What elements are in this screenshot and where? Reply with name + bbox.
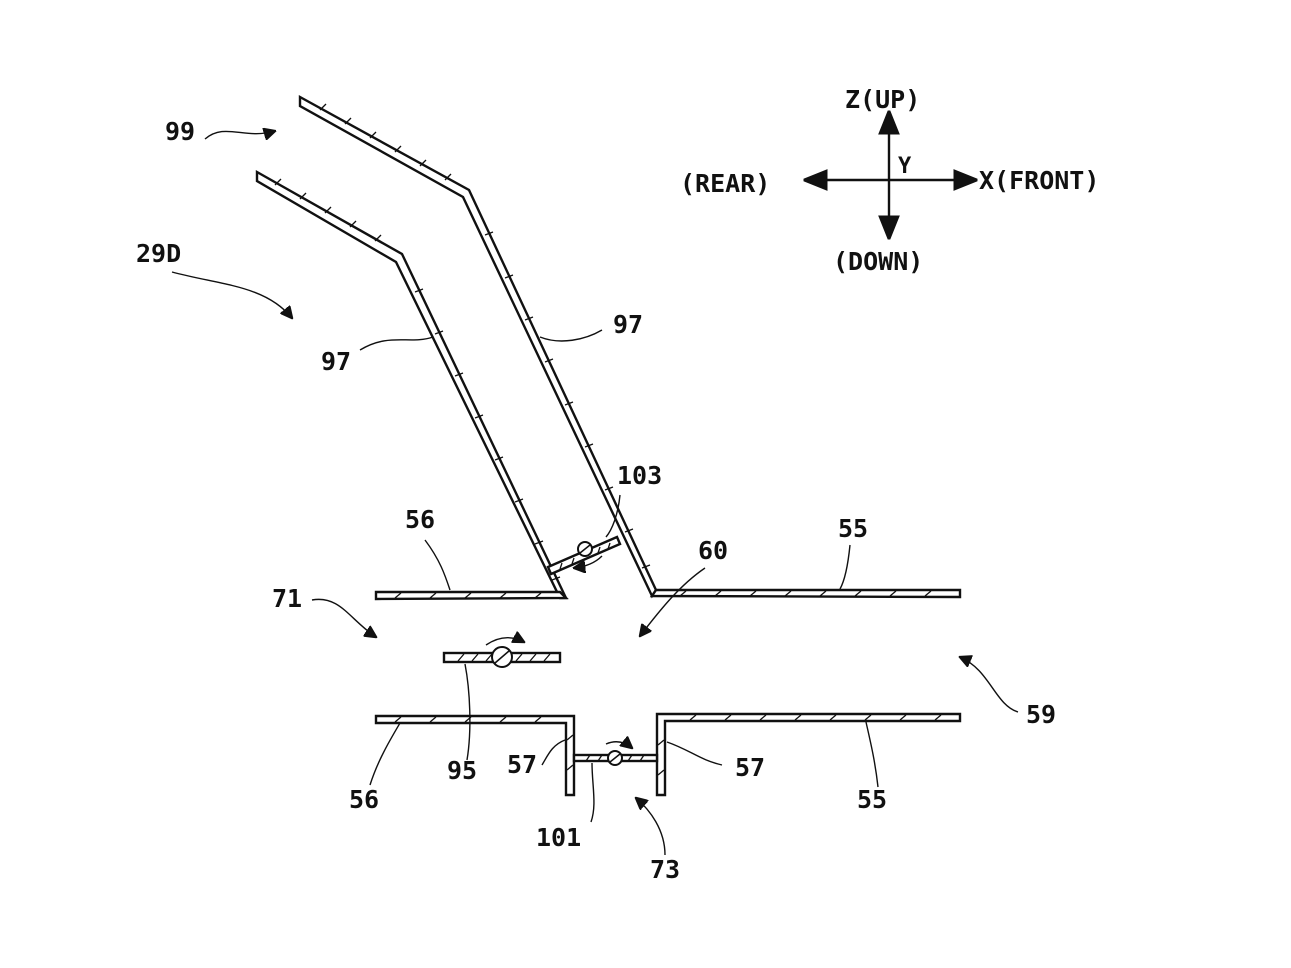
damper-95 [442, 638, 562, 668]
damper-103 [546, 535, 622, 576]
label-59: 59 [1026, 700, 1056, 729]
label-101: 101 [536, 823, 581, 852]
label-57-right: 57 [735, 753, 765, 782]
plate-56-upper [374, 590, 569, 601]
axis-label-x-front: X(FRONT) [979, 166, 1099, 195]
damper-101 [572, 742, 659, 766]
label-29d: 29D [136, 239, 181, 268]
plate-55-upper [649, 588, 962, 599]
label-56-top: 56 [405, 505, 435, 534]
duct-wall-outer [298, 94, 658, 599]
label-97-right: 97 [613, 310, 643, 339]
label-57-left: 57 [507, 750, 537, 779]
label-55-bottom: 55 [857, 785, 887, 814]
duct-wall-inner [255, 169, 568, 600]
axis-label-rear: (REAR) [680, 169, 770, 198]
axis-cross [806, 113, 975, 237]
axis-label-down: (DOWN) [833, 247, 923, 276]
leader-lines [171, 131, 1019, 856]
label-95: 95 [447, 756, 477, 785]
label-73: 73 [650, 855, 680, 884]
label-55-top: 55 [838, 514, 868, 543]
axis-label-y: Y [898, 154, 912, 179]
label-60: 60 [698, 536, 728, 565]
label-71: 71 [272, 584, 302, 613]
plate-55-lower [655, 712, 962, 797]
label-56-bottom: 56 [349, 785, 379, 814]
axis-label-z-up: Z(UP) [845, 85, 920, 114]
label-97-left: 97 [321, 347, 351, 376]
label-103: 103 [617, 461, 662, 490]
label-99: 99 [165, 117, 195, 146]
